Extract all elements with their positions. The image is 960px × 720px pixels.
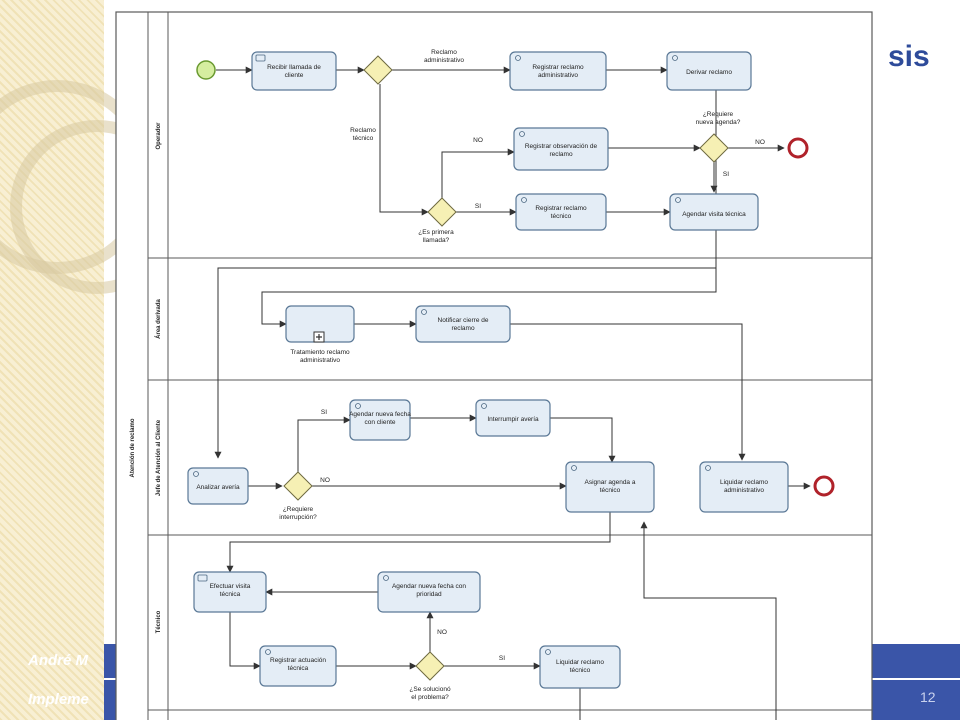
flow-label-si: SI — [723, 171, 729, 178]
user-task-icon — [421, 309, 427, 315]
task-box — [377, 571, 481, 613]
task-box — [539, 645, 621, 689]
flow-line — [379, 84, 429, 216]
user-task-icon — [193, 471, 199, 477]
service-task-icon — [255, 54, 266, 62]
gateway-diamond — [699, 133, 729, 163]
flow-line — [297, 416, 351, 472]
task-box — [349, 399, 411, 441]
task-box — [259, 645, 337, 687]
user-task-icon — [515, 55, 521, 61]
footer-author: André M — [28, 652, 88, 669]
user-task-icon — [481, 403, 487, 409]
task-type-icons — [193, 54, 711, 655]
gateway-diamond — [283, 471, 313, 501]
subprocess-plus — [316, 334, 322, 340]
user-task-icon — [672, 55, 678, 61]
task-interrumpir-averia: Interrumpir avería — [487, 416, 539, 423]
page-number: 12 — [920, 689, 936, 705]
task-box — [515, 193, 607, 231]
user-task-icon — [355, 403, 361, 409]
task-analizar-averia: Analizar avería — [196, 484, 240, 491]
start-event-icon — [196, 60, 216, 80]
footer-topic: Impleme — [28, 691, 89, 708]
flow-line — [229, 612, 261, 670]
flow-label-si: SI — [321, 409, 327, 416]
flow-line — [214, 230, 717, 459]
pool-frame — [115, 11, 873, 720]
flow-line — [441, 148, 515, 198]
user-task-icon — [705, 465, 711, 471]
task-box — [187, 467, 249, 505]
user-task-icon — [521, 197, 527, 203]
task-box — [669, 193, 759, 231]
gateway-diamond — [427, 197, 457, 227]
flow-label-si: SI — [499, 655, 505, 662]
task-box — [565, 461, 655, 513]
task-box — [513, 127, 609, 171]
lane-label-jefe: Jefe de Atención al Cliente — [156, 419, 162, 496]
gateway-diamond — [363, 55, 393, 85]
flow-line — [510, 323, 746, 461]
flow-line — [226, 512, 611, 573]
gateway-diamond — [415, 651, 445, 681]
task-box — [475, 399, 551, 437]
user-task-icon — [675, 197, 681, 203]
end-event-icon — [787, 137, 809, 159]
flow-label-no: NO — [437, 629, 447, 636]
pool-label: Atención de reclamo — [130, 418, 136, 477]
lane-label-area-derivada: Área derivada — [155, 299, 162, 339]
task-derivar-reclamo: Derivar reclamo — [686, 69, 732, 76]
service-task-icon — [197, 574, 208, 582]
bpmn-diagram: Atención de reclamo Operador Área deriva… — [115, 11, 873, 720]
task-box — [666, 51, 752, 91]
user-task-icon — [383, 575, 389, 581]
user-task-icon — [265, 649, 271, 655]
flow-line — [640, 521, 777, 720]
gateways — [283, 55, 729, 681]
flow-label-no: NO — [473, 137, 483, 144]
task-box — [415, 305, 511, 343]
lane-label-tecnico: Técnico — [156, 610, 162, 633]
task-box — [193, 571, 267, 613]
flow-label-si: SI — [475, 203, 481, 210]
task-box — [509, 51, 607, 91]
user-task-icon — [519, 131, 525, 137]
lane-label-operador: Operador — [156, 122, 162, 150]
flow-line — [550, 417, 616, 463]
tasks — [187, 51, 789, 689]
user-task-icon — [571, 465, 577, 471]
flow-label-no: NO — [755, 139, 765, 146]
user-task-icon — [545, 649, 551, 655]
task-box — [699, 461, 789, 513]
task-agendar-visita-tecnica: Agendar visita técnica — [682, 211, 746, 218]
slide-title: sis — [888, 40, 930, 73]
task-box — [251, 51, 337, 91]
flow-label-no: NO — [320, 477, 330, 484]
end-event-icon — [813, 475, 835, 497]
